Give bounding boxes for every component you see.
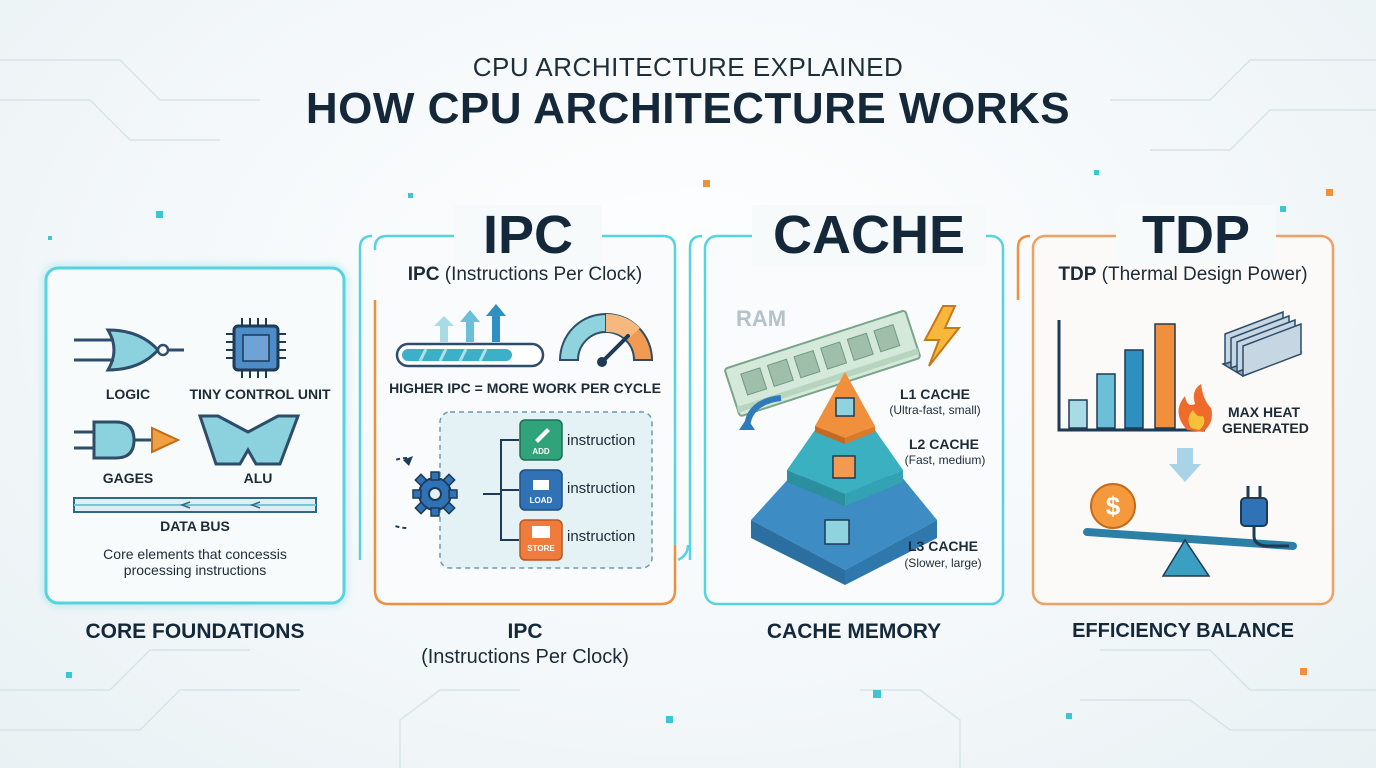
cache-memory-label: CACHE MEMORY — [766, 620, 942, 643]
add-instruction-text: instruction — [567, 432, 636, 449]
l2-cache-desc: (Fast, medium) — [904, 453, 986, 467]
box-icon — [533, 480, 549, 490]
ram-stick-icon — [724, 309, 921, 417]
gages-label: GAGES — [102, 470, 154, 486]
store-op-label: STORE — [527, 544, 555, 553]
gear-icon — [395, 456, 458, 529]
store-box-icon — [532, 526, 550, 538]
heatsink-icon — [1221, 310, 1303, 378]
l1-cache-desc: (Ultra-fast, small) — [889, 403, 981, 417]
max-heat-label: MAX HEAT GENERATED — [1222, 404, 1309, 436]
dot — [156, 211, 163, 218]
store-op-button[interactable] — [519, 519, 563, 561]
ipc-heading: IPC — [454, 205, 602, 265]
logic-label: LOGIC — [105, 386, 151, 402]
cache-diagram — [724, 305, 962, 585]
ram-label: RAM — [736, 306, 787, 331]
heat-bar-chart — [1057, 320, 1205, 432]
load-op-label: LOAD — [529, 496, 553, 505]
efficiency-balance-label: EFFICIENCY BALANCE — [1072, 620, 1294, 642]
pencil-icon — [535, 428, 550, 443]
tdp-subtitle: TDP (Thermal Design Power) — [1058, 264, 1308, 285]
chip-icon — [226, 318, 286, 378]
up-arrows-icon — [434, 304, 506, 342]
page-subtitle: CPU ARCHITECTURE EXPLAINED — [472, 52, 904, 82]
data-bus-label: DATA BUS — [160, 518, 230, 534]
dollar-coin-icon — [1090, 483, 1136, 529]
ipc-pipeline-graphic — [395, 411, 653, 569]
alu-icon — [197, 414, 301, 466]
ipc-meter-graphic — [395, 304, 654, 368]
speed-gauge-icon — [558, 312, 654, 367]
store-instruction-text: instruction — [567, 528, 636, 545]
alu-label: ALU — [243, 470, 273, 486]
pipeline-connectors — [483, 439, 519, 541]
cache-pyramid — [751, 372, 937, 585]
control-unit-label: TINY CONTROL UNIT — [189, 386, 331, 402]
curved-arrow-icon — [739, 395, 782, 431]
page-title: HOW CPU ARCHITECTURE WORKS — [305, 84, 1071, 133]
l1-cache-label: L1 CACHE — [899, 386, 970, 402]
tdp-diagram: $ — [1057, 310, 1303, 577]
svg-text:$: $ — [1106, 491, 1121, 521]
ipc-subtitle: IPC (Instructions Per Clock) — [407, 264, 643, 285]
ipc-bottom-sub: (Instructions Per Clock) — [421, 646, 629, 668]
l3-cache-desc: (Slower, large) — [904, 556, 982, 570]
data-bus-icon — [73, 497, 317, 513]
l2-cache-label: L2 CACHE — [908, 436, 979, 452]
load-instruction-text: instruction — [567, 480, 636, 497]
ipc-tagline: HIGHER IPC = MORE WORK PER CYCLE — [389, 380, 661, 396]
ipc-bottom-label: IPC — [507, 620, 543, 643]
add-op-label: ADD — [532, 447, 550, 456]
down-arrow-icon — [1169, 448, 1201, 482]
lightning-icon — [923, 305, 962, 367]
tdp-heading: TDP — [1116, 205, 1276, 265]
and-gate-icon — [74, 420, 181, 460]
core-foundations-label: CORE FOUNDATIONS — [85, 620, 305, 643]
power-plug-icon — [1240, 486, 1289, 548]
core-description: Core elements that concessis processing … — [103, 546, 287, 578]
core-diagram — [73, 318, 317, 513]
or-gate-icon — [74, 328, 184, 372]
l3-cache-label: L3 CACHE — [907, 538, 978, 554]
balance-scale-icon: $ — [1083, 483, 1297, 577]
ipc-progress-bar — [395, 342, 545, 368]
cache-heading: CACHE — [752, 205, 986, 265]
cache-cube-icons — [824, 397, 856, 545]
